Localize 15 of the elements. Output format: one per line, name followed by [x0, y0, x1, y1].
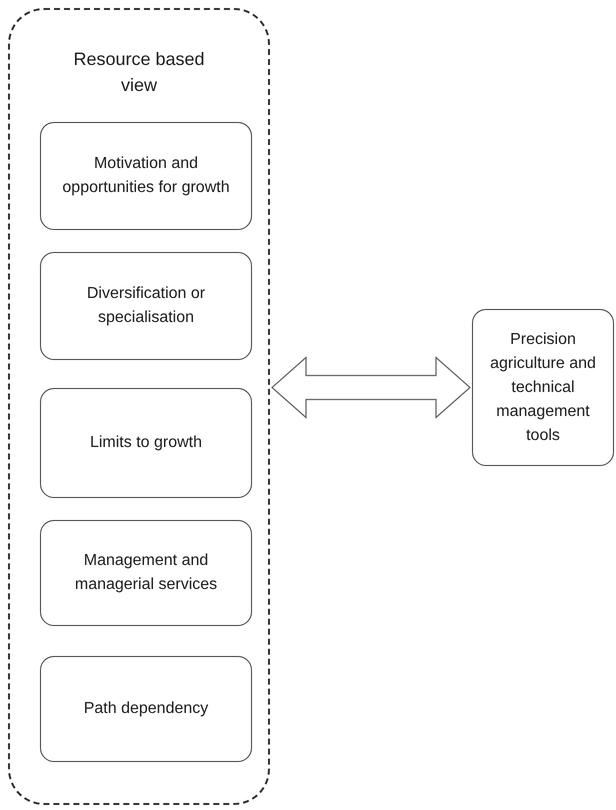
process-box	[40, 520, 252, 626]
box-label: Motivation and opportunities for growth	[61, 154, 231, 198]
box-label: Management and managerial services	[74, 551, 218, 595]
group-box	[8, 8, 270, 805]
box-label: Path dependency	[84, 699, 208, 719]
process-box	[40, 656, 252, 762]
group-title: Resource based view	[72, 48, 206, 97]
process-box	[472, 309, 614, 466]
process-box	[40, 122, 252, 230]
box-label: Precision agriculture and technical management tools	[489, 330, 597, 446]
box-label: Limits to growth	[90, 433, 202, 453]
process-box	[40, 252, 252, 360]
process-box	[40, 388, 252, 498]
box-label: Diversification or specialisation	[86, 284, 206, 328]
double-arrow	[271, 356, 471, 419]
